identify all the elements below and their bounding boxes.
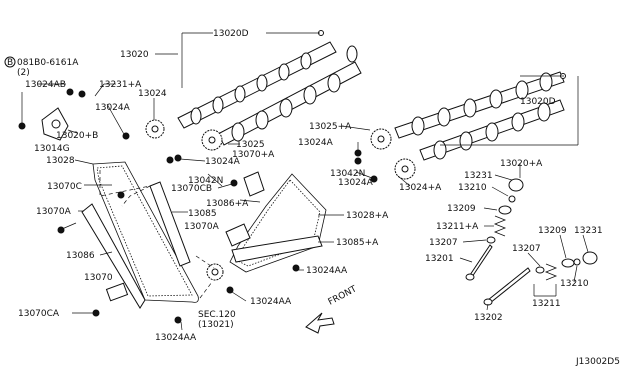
tensioner-13070: [105, 282, 129, 302]
label-13028a: 13028+A: [346, 211, 389, 221]
chain-guide-13085a: [231, 235, 323, 263]
sprocket-13025a: [370, 128, 392, 150]
label-13020b: 13020+B: [56, 131, 98, 141]
front-arrow: [305, 312, 335, 334]
label-13070a-top: 13070+A: [232, 150, 275, 160]
valve-spring-13211: [493, 215, 558, 281]
label-13024a-4: 13024A: [338, 178, 374, 188]
label-13085a: 13085+A: [336, 238, 379, 248]
label-13210-1: 13210: [458, 183, 487, 193]
label-13085: 13085: [188, 209, 217, 219]
chain-guide-13086: [81, 203, 146, 309]
bolt-callout-marker: B: [4, 56, 16, 68]
label-13014g: 13014G: [34, 144, 70, 154]
label-13207-2: 13207: [512, 244, 541, 254]
label-13086a: 13086+A: [206, 199, 249, 209]
crank-sprocket: [206, 263, 224, 281]
label-13024a-2: 13024A: [205, 157, 241, 167]
bolt-callout-letter: B: [7, 58, 13, 68]
sprocket-13025: [201, 129, 223, 151]
label-13209-2: 13209: [538, 226, 567, 236]
tensioner-13070-plus-a: [243, 171, 265, 197]
timing-chain-13028: [92, 161, 199, 303]
label-13020d-right: 13020D: [520, 97, 556, 107]
label-13042n-1: 13042N: [188, 176, 223, 186]
diagram-code: J13002D5: [575, 357, 620, 367]
label-13209-1: 13209: [447, 204, 476, 214]
tensioner-13086a: [225, 223, 251, 247]
label-13020d-top: 13020D: [213, 29, 249, 39]
label-sec120: SEC.120: [198, 310, 236, 320]
label-13024-plus-a: 13024+A: [399, 183, 442, 193]
camshaft-left-lower: [217, 45, 362, 146]
label-13024: 13024: [138, 89, 167, 99]
label-13024aa-2: 13024AA: [250, 297, 292, 307]
label-13231: 13231: [464, 171, 493, 181]
label-sec120-sub: (13021): [198, 320, 234, 330]
label-13070a-1: 13070A: [36, 207, 72, 217]
label-13070c: 13070C: [47, 182, 82, 192]
cover-13020b: [41, 107, 69, 141]
label-13024ab: 13024AB: [25, 80, 66, 90]
label-13025: 13025: [236, 140, 265, 150]
label-13070: 13070: [84, 273, 113, 283]
sprocket-13024-plus-a: [394, 158, 416, 180]
label-13231-2: 13231: [574, 226, 603, 236]
label-13042n-2: 13042N: [330, 169, 365, 179]
label-13070cb: 13070CB: [171, 184, 212, 194]
label-13020a: 13020+A: [500, 159, 543, 169]
leader-lines: [21, 32, 589, 331]
label-13025a: 13025+A: [309, 122, 352, 132]
label-13024aa-1: 13024AA: [306, 266, 348, 276]
bolt-set: [18, 88, 378, 324]
label-13201: 13201: [425, 254, 454, 264]
label-13024a-1: 13024A: [95, 103, 131, 113]
label-081b0-qty: (2): [17, 68, 30, 78]
label-13231a: 13231+A: [99, 80, 142, 90]
label-13024a-3: 13024A: [298, 138, 334, 148]
label-13210-2: 13210: [560, 279, 589, 289]
label-front: FRONT: [327, 284, 359, 307]
label-13020: 13020: [120, 50, 149, 60]
valve-13201: [465, 244, 493, 281]
valve-seal-13207: [486, 236, 545, 274]
chain-guide-13085: [149, 181, 191, 267]
label-13207-1: 13207: [429, 238, 458, 248]
label-13070ca: 13070CA: [18, 309, 60, 319]
label-081b0: 081B0-6161A: [17, 58, 79, 68]
label-13086: 13086: [66, 251, 95, 261]
sprocket-13024: [145, 119, 165, 139]
valve-parts-13231: [508, 178, 598, 265]
valve-13202: [483, 267, 531, 306]
valve-spring-13209: [498, 205, 575, 268]
label-13211a: 13211+A: [436, 222, 479, 232]
camshaft-left-upper: [177, 30, 337, 129]
label-13028: 13028: [46, 156, 75, 166]
label-13070a-2: 13070A: [184, 222, 220, 232]
label-13024aa-3: 13024AA: [155, 333, 197, 343]
camshaft-right-upper: [394, 71, 566, 139]
label-13211: 13211: [532, 299, 561, 309]
timing-chain-13028a: [229, 173, 327, 273]
label-13202: 13202: [474, 313, 503, 323]
